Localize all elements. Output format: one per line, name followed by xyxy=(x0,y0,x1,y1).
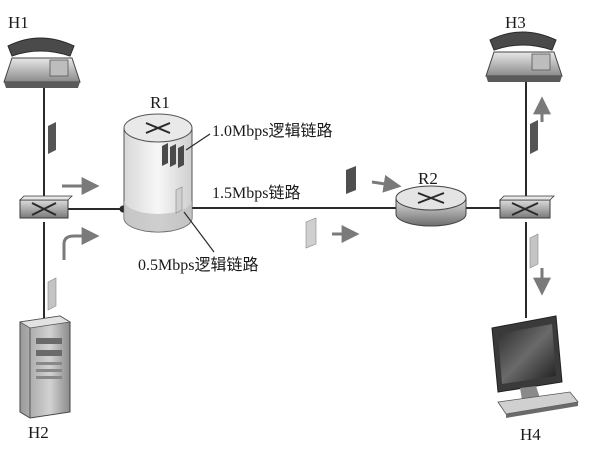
switch-left-icon xyxy=(19,195,73,219)
label-h2: H2 xyxy=(28,423,49,442)
wires xyxy=(43,82,527,320)
label-h3: H3 xyxy=(505,13,526,32)
router-r2-icon[interactable] xyxy=(395,185,467,227)
packet-h4-wire xyxy=(529,233,539,269)
leader-logical-2 xyxy=(183,211,215,253)
arrow-link-dark xyxy=(371,174,402,193)
packets xyxy=(47,120,539,311)
label-logical-link-2: 0.5Mbps逻辑链路 xyxy=(138,257,259,274)
phone-h3-icon[interactable] xyxy=(485,31,563,82)
label-r2: R2 xyxy=(418,169,438,188)
flow-arrows xyxy=(62,96,551,296)
arrow-h2-to-switch xyxy=(62,227,100,260)
packet-h3-wire xyxy=(530,120,538,154)
packet-link-light xyxy=(305,217,317,249)
packet-link-dark xyxy=(346,166,356,194)
label-physical-link: 1.5Mbps链路 xyxy=(212,185,301,202)
packet-h1-wire xyxy=(48,122,56,154)
router-r1-icon[interactable] xyxy=(123,113,193,233)
phone-h1-icon[interactable] xyxy=(3,37,81,88)
server-h2-icon[interactable] xyxy=(18,315,72,419)
switch-right-icon xyxy=(499,195,555,219)
label-r1: R1 xyxy=(150,93,170,112)
computer-h4-icon[interactable] xyxy=(491,315,579,418)
label-leaders xyxy=(183,133,215,253)
label-h4: H4 xyxy=(520,425,541,444)
label-logical-link-1: 1.0Mbps逻辑链路 xyxy=(212,123,333,140)
r1-queue-packets xyxy=(162,143,184,214)
label-h1: H1 xyxy=(8,13,29,32)
packet-h2-wire xyxy=(47,277,57,311)
leader-logical-1 xyxy=(185,133,211,151)
